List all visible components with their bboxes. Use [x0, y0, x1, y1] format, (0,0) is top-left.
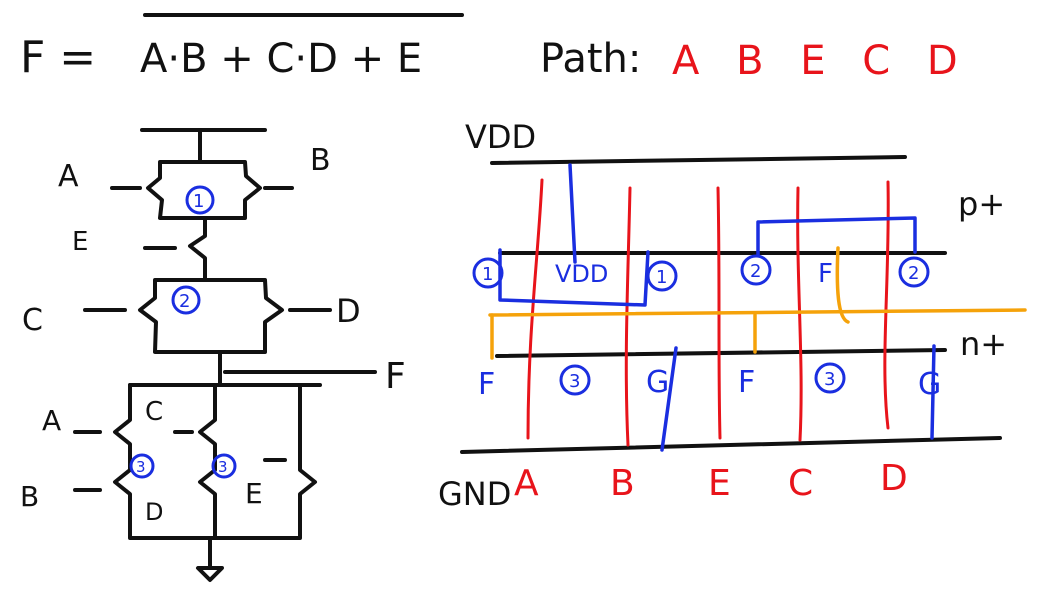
- nmos-a-label: A: [42, 404, 61, 437]
- stick-diagram: VDD p+ n+ GND A B E C D 1 VDD 1 2 F 2 F …: [438, 118, 1027, 513]
- p-node-2-left-marker: [740, 254, 772, 286]
- nmos-middle-branch: [198, 383, 217, 540]
- n-node-f-left: F: [478, 367, 495, 402]
- nmos-d-label: D: [145, 498, 163, 526]
- pmos-ab-parallel: [146, 160, 262, 220]
- gnd-label: GND: [438, 475, 511, 513]
- equation-rhs: A·B + C·D + E: [140, 36, 422, 82]
- equation: F = A·B + C·D + E Path: A B E C D: [20, 13, 970, 84]
- n-node-3-right-marker: [814, 362, 846, 394]
- metal-g-left: [660, 346, 678, 452]
- pmos-d-label: D: [336, 292, 361, 330]
- nmos-node-3b-text: 3: [218, 458, 228, 476]
- nmos-network: [113, 383, 317, 540]
- nmos-b-label: B: [20, 480, 39, 513]
- p-node-vdd: VDD: [555, 260, 608, 288]
- nmos-node-3b-marker: [211, 453, 237, 479]
- poly-b-label: B: [610, 463, 635, 504]
- gnd-rail: [460, 436, 1002, 454]
- cmos-schematic: A B 1 E C D 2 F A C B D E 3 3: [20, 128, 406, 582]
- pmos-cd-parallel: [138, 278, 284, 354]
- node-1-text: 1: [193, 191, 204, 212]
- ground-icon: [196, 566, 224, 582]
- n-node-g-left: G: [646, 365, 669, 400]
- n-node-g-right: G: [918, 367, 941, 402]
- nmos-c-label: C: [145, 397, 163, 427]
- route-output-bus: [488, 308, 1027, 317]
- path-value: A B E C D: [672, 38, 970, 84]
- p-node-f: F: [818, 259, 833, 289]
- p-node-1-left-marker: [472, 257, 504, 289]
- vdd-rail: [490, 155, 907, 165]
- metal-node1-strap: [498, 248, 650, 307]
- p-diffusion-label: p+: [958, 185, 1005, 223]
- pmos-a-label: A: [58, 159, 79, 194]
- n-node-3-right: 3: [824, 369, 835, 390]
- p-node-2-right-marker: [898, 256, 930, 288]
- poly-b: [624, 186, 632, 447]
- p-node-1-right: 1: [656, 267, 667, 288]
- poly-e: [716, 186, 722, 440]
- metal-vdd-contact: [568, 163, 577, 264]
- p-node-1-left: 1: [482, 264, 493, 285]
- nmos-e-label: E: [245, 477, 263, 510]
- node-2-text: 2: [179, 291, 190, 312]
- pmos-e-label: E: [72, 227, 88, 257]
- n-node-f-mid: F: [738, 365, 755, 400]
- path-label: Path:: [540, 36, 641, 82]
- vdd-label: VDD: [465, 118, 536, 156]
- node-2-marker: [171, 285, 201, 315]
- poly-a-label: A: [514, 463, 539, 504]
- poly-c: [796, 186, 803, 442]
- nmos-node-3a-text: 3: [136, 458, 146, 476]
- equation-lhs: F =: [20, 32, 96, 83]
- pmos-b-label: B: [310, 143, 331, 178]
- poly-a: [526, 178, 544, 440]
- poly-c-label: C: [788, 463, 813, 504]
- metal-node2-strap: [756, 216, 917, 257]
- pmos-c-label: C: [22, 303, 43, 338]
- metal-g-right: [930, 344, 936, 440]
- poly-e-label: E: [708, 463, 731, 504]
- n-diffusion-line: [495, 348, 947, 358]
- route-f-top: [835, 246, 850, 324]
- node-1-marker: [185, 185, 215, 215]
- p-node-2-right: 2: [908, 263, 919, 284]
- n-diffusion-label: n+: [960, 325, 1007, 363]
- n-node-3-left-marker: [559, 364, 591, 396]
- p-node-2-left: 2: [750, 261, 761, 282]
- n-node-3-left: 3: [569, 371, 580, 392]
- poly-d-label: D: [880, 458, 908, 499]
- output-label: F: [385, 356, 406, 397]
- nmos-node-3a-marker: [129, 453, 155, 479]
- pmos-e: [188, 216, 207, 282]
